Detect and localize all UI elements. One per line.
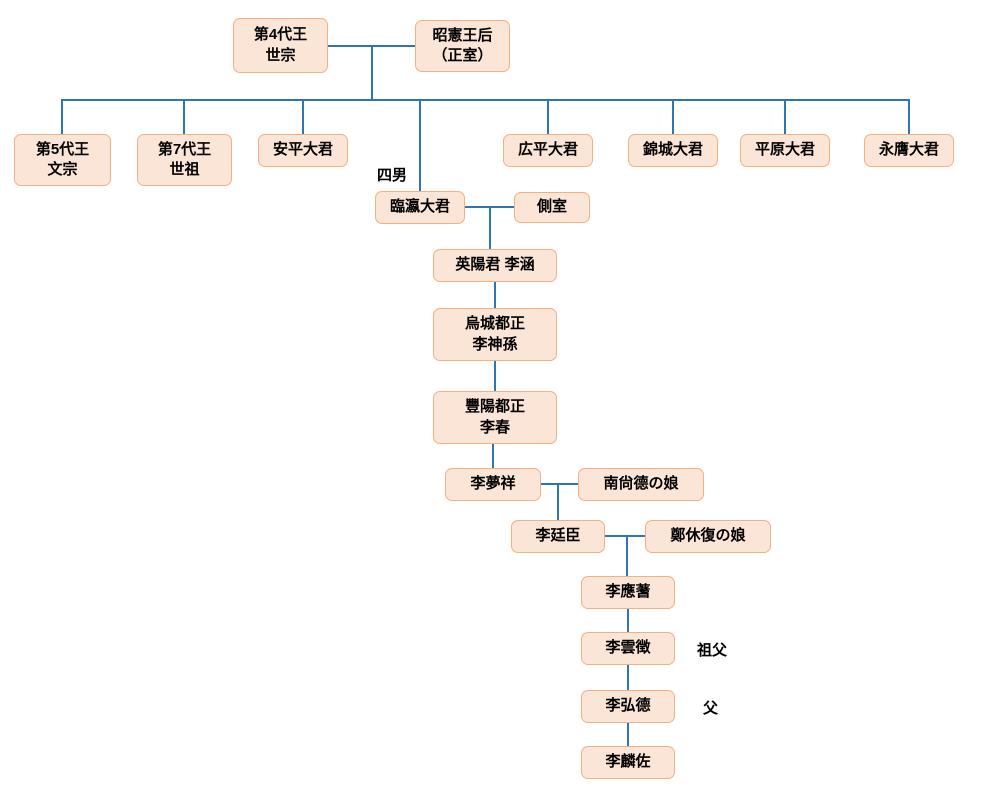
node-prince-imyeong: 臨瀛大君 xyxy=(375,191,465,224)
node-prince-geumseong: 錦城大君 xyxy=(628,134,718,167)
node-king-munjong: 第5代王 文宗 xyxy=(14,134,111,186)
node-yi-mongsang: 李夢祥 xyxy=(445,468,541,501)
node-queen-soheon: 昭憲王后 （正室） xyxy=(415,20,510,72)
node-prince-anpyeong: 安平大君 xyxy=(258,134,348,167)
node-prince-gwangpyeong: 広平大君 xyxy=(503,134,593,167)
node-yi-eungsi: 李應蓍 xyxy=(581,576,675,609)
node-yi-hongdeok: 李弘德 xyxy=(581,690,675,723)
node-yeongyang-gun-yi-ham: 英陽君 李涵 xyxy=(433,249,557,282)
node-concubine: 側室 xyxy=(514,192,590,223)
node-prince-pyeongwon: 平原大君 xyxy=(740,134,830,167)
node-king-sejong: 第4代王 世宗 xyxy=(233,18,328,73)
annotation-fourth-son: 四男 xyxy=(377,167,408,184)
node-king-sejo: 第7代王 世祖 xyxy=(137,134,232,186)
node-oseong-dojeong-yi-sinson: 烏城都正 李神孫 xyxy=(433,308,557,361)
node-yi-unjing: 李雲徴 xyxy=(581,632,675,665)
node-jeong-hyubok-daughter: 鄭休復の娘 xyxy=(645,520,771,553)
node-prince-yeongeung: 永膺大君 xyxy=(864,134,954,167)
node-pungyang-dojeong-yi-chun: 豐陽都正 李春 xyxy=(433,391,557,444)
node-yi-jeongsin: 李廷臣 xyxy=(511,520,605,553)
node-nam-sangdeok-daughter: 南尙德の娘 xyxy=(578,468,704,501)
annotation-father: 父 xyxy=(703,700,719,717)
annotation-grandfather: 祖父 xyxy=(697,642,728,659)
node-yi-injwa: 李麟佐 xyxy=(581,746,675,779)
